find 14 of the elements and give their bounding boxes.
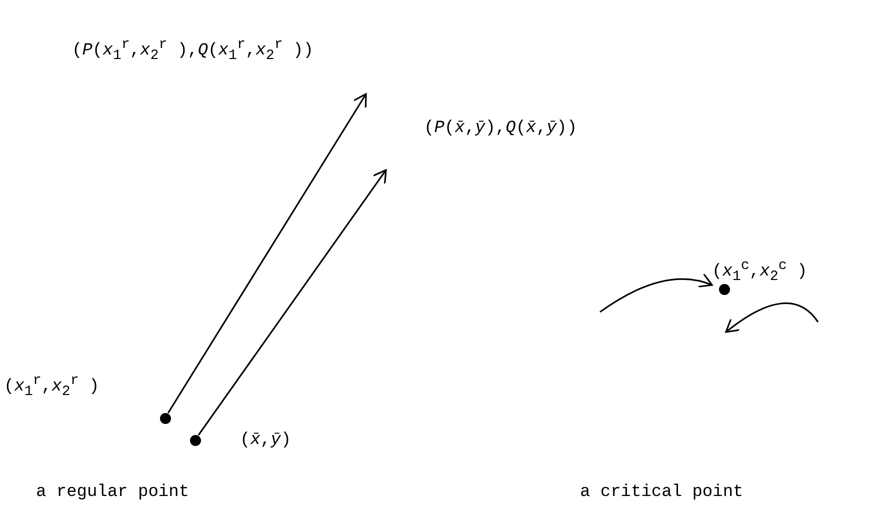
caption-text: a regular point	[36, 482, 190, 504]
coordinate-label: (x̄,ȳ)	[240, 430, 292, 452]
vector-label: (P(x̄,ȳ),Q(x̄,ȳ))	[424, 118, 578, 170]
curved-arrow	[725, 302, 819, 333]
point-dot	[190, 434, 200, 446]
point-dot	[718, 284, 730, 294]
vector-label: (P(x$_{1}$$^{r}$,x$_{2}$$^{r}$ ),Q(x$_{1}$$^{r}$,x$_{2}$$^{r}$ ))	[72, 34, 314, 94]
vector-arrow	[198, 169, 387, 436]
coordinate-label: (x$_{1}$$^{r}$,x$_{2}$$^{r}$ )	[4, 372, 100, 402]
point-dot	[160, 412, 170, 424]
curved-arrow	[600, 274, 713, 313]
vector-arrow	[167, 93, 367, 414]
caption-text: a critical point	[580, 482, 744, 504]
coordinate-label: (x$_{1}$$^{c}$,x$_{2}$$^{c}$ )	[712, 257, 808, 288]
